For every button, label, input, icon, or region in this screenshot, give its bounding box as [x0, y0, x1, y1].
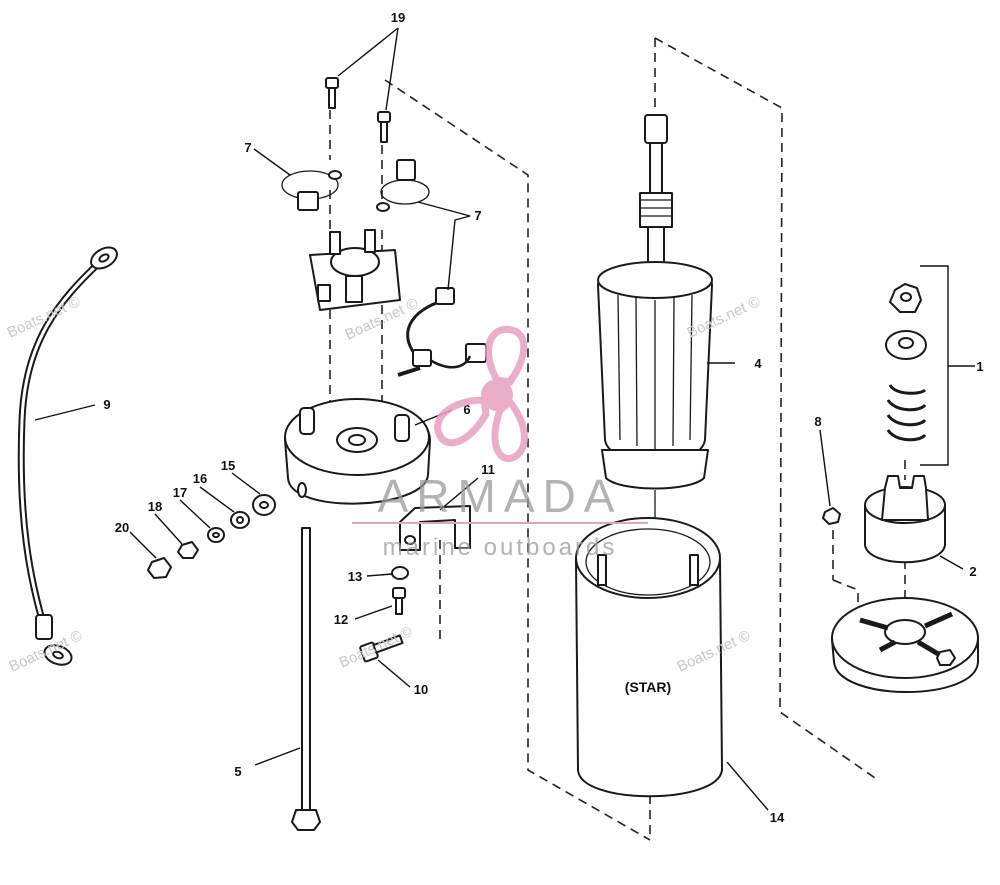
callout-18: 17	[173, 485, 187, 500]
commutator-end-cap	[284, 398, 431, 505]
watermark-text: Boats.net ©	[337, 623, 415, 672]
brand-tagline: marine outboards	[383, 534, 618, 561]
brush-holder	[309, 229, 401, 311]
propeller-blade	[485, 325, 528, 386]
armature	[597, 114, 713, 605]
propeller-blade	[491, 397, 528, 463]
callout-5: 5	[234, 764, 241, 779]
pinion-drive	[864, 475, 946, 564]
brand-watermark: ARMADA marine outboards	[352, 325, 648, 561]
housing-label: (STAR)	[625, 679, 671, 695]
field-frame-housing: (STAR)	[575, 517, 723, 798]
terminal-hardware	[147, 494, 276, 579]
small-nut	[822, 507, 841, 525]
callout-19: 18	[148, 499, 162, 514]
through-bolt	[291, 527, 321, 831]
callout-15: 19	[391, 10, 405, 25]
callout-17: 16	[193, 471, 207, 486]
callout-7-left: 7	[244, 140, 251, 155]
callout-13: 13	[348, 569, 362, 584]
callout-14: 14	[770, 810, 785, 825]
callout-12: 12	[334, 612, 348, 627]
callout-1: 1	[976, 359, 983, 374]
bracket-fasteners	[359, 566, 409, 663]
callout-10: 10	[414, 682, 428, 697]
brush-screws	[325, 77, 391, 143]
callout-20: 20	[115, 520, 129, 535]
callout-2: 2	[969, 564, 976, 579]
brush-springs	[281, 159, 430, 212]
battery-cable	[17, 246, 118, 666]
callout-4: 4	[754, 356, 762, 371]
propeller-logo	[434, 325, 528, 463]
brand-name: ARMADA	[378, 470, 623, 522]
propeller-blade	[434, 396, 490, 447]
callout-16: 15	[221, 458, 235, 473]
callout-9: 9	[103, 397, 110, 412]
callout-8: 8	[814, 414, 821, 429]
callout-6: 6	[463, 402, 470, 417]
brush-lead	[397, 287, 487, 377]
drive-end-cap	[831, 597, 979, 693]
callout-11: 11	[481, 462, 495, 477]
callout-7-right: 7	[474, 208, 481, 223]
drive-stack	[885, 283, 927, 442]
callout-labels: 19 7 7 6 4 1 2 8 9 10 11 12 13 14 5 15 1…	[103, 10, 983, 825]
leader-lines	[34, 27, 975, 811]
